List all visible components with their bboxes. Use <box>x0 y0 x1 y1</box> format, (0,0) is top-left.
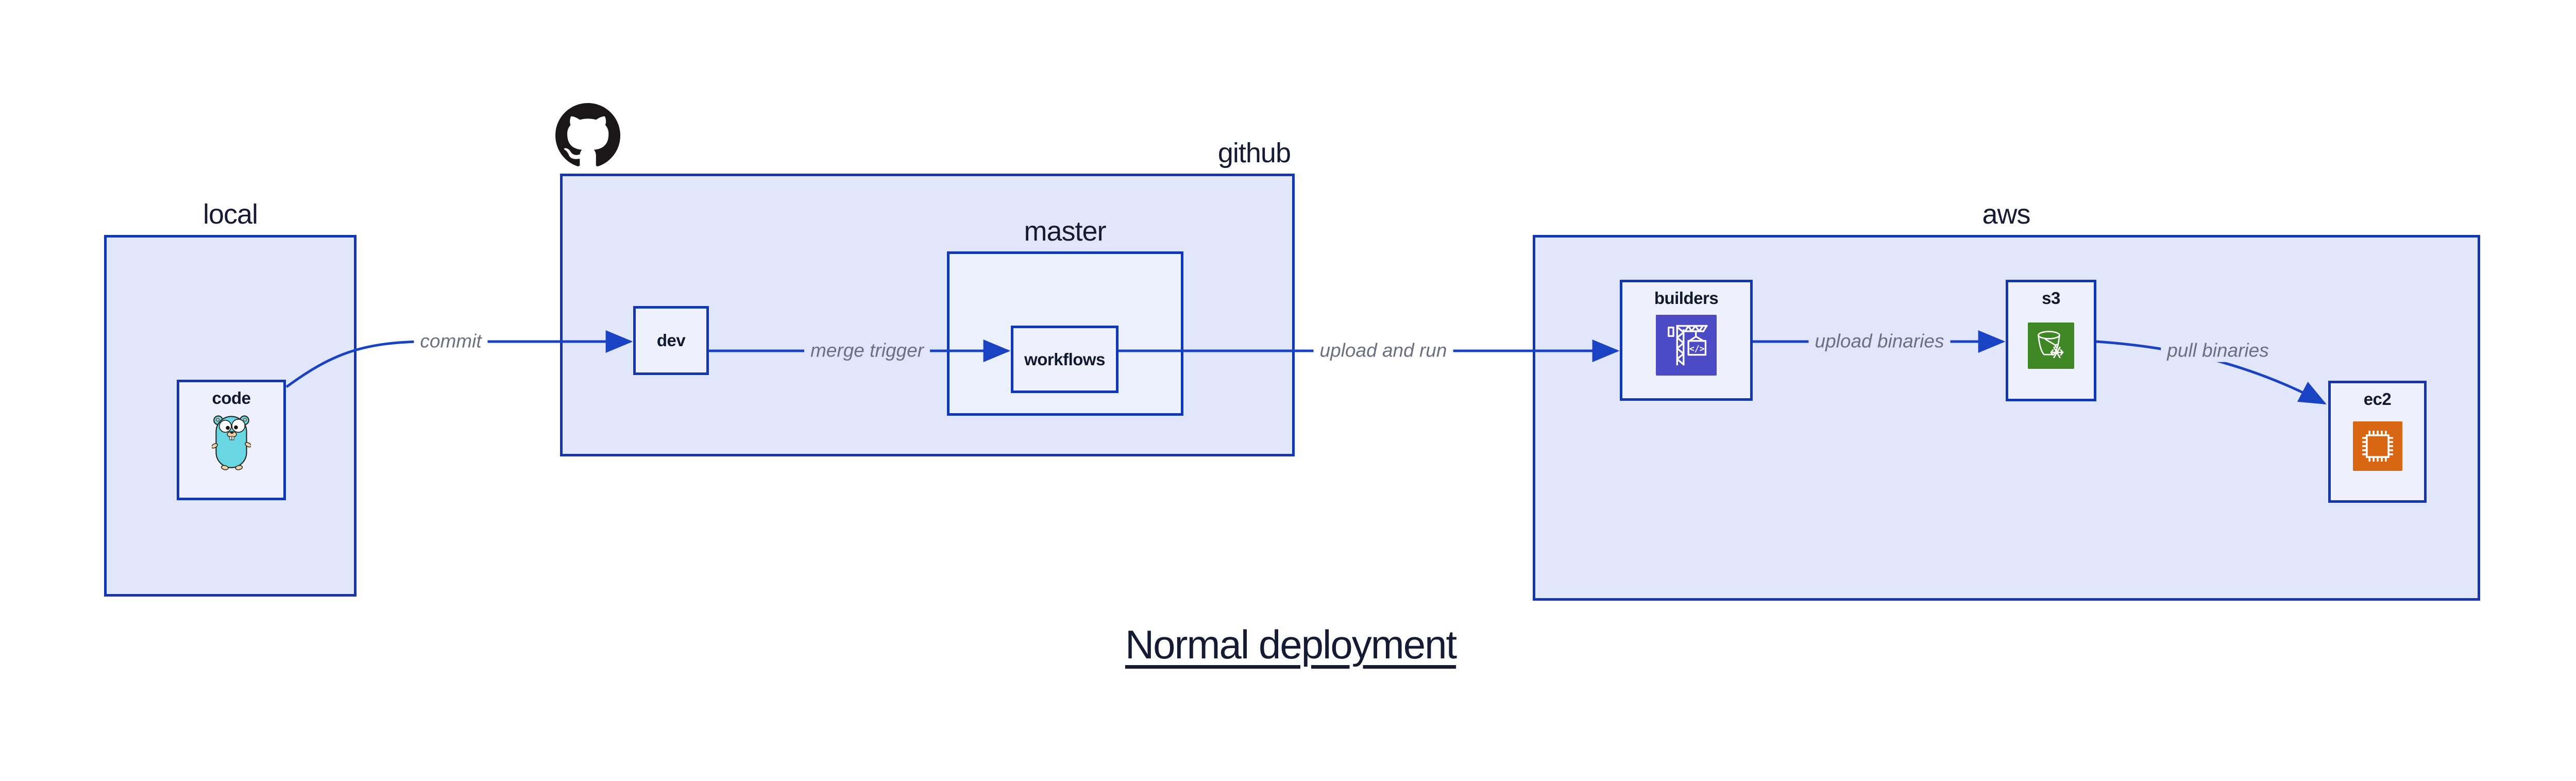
group-local-label: local <box>202 199 258 230</box>
edge-upload-and-run-label: upload and run <box>1313 339 1453 362</box>
builders-code-glyph: </> <box>1689 344 1705 353</box>
node-workflows-label: workflows <box>1024 349 1105 369</box>
diagram-title: Normal deployment <box>1125 622 1457 667</box>
group-github-label: github <box>1217 138 1291 168</box>
node-builders-label: builders <box>1654 288 1719 308</box>
node-ec2-label: ec2 <box>2363 389 2392 409</box>
edge-commit-line <box>285 330 633 388</box>
node-s3-label: s3 <box>2042 288 2060 308</box>
node-dev: dev <box>633 306 709 375</box>
node-ec2: ec2 <box>2328 381 2427 503</box>
node-dev-label: dev <box>656 331 686 350</box>
edge-merge-trigger-label: merge trigger <box>804 339 930 362</box>
group-master-label: master <box>1024 216 1106 247</box>
node-builders: builders </> <box>1620 280 1753 401</box>
node-code: code <box>177 380 286 500</box>
node-code-label: code <box>212 388 251 408</box>
github-octocat-mark-icon <box>555 103 620 166</box>
node-s3: s3 <box>2006 280 2096 401</box>
node-workflows: workflows <box>1011 326 1118 393</box>
group-aws-label: aws <box>1982 199 2030 230</box>
aws-codebuild-crane-icon: </> <box>1668 325 1708 366</box>
edge-pull-binaries-label: pull binaries <box>2161 339 2275 362</box>
edge-commit-label: commit <box>414 330 488 353</box>
aws-s3-glacier-bucket-snowflake-icon <box>2038 331 2064 359</box>
edge-upload-binaries-label: upload binaries <box>1808 330 1951 353</box>
aws-ec2-chip-icon <box>2362 431 2393 462</box>
go-gopher-icon <box>212 415 251 470</box>
